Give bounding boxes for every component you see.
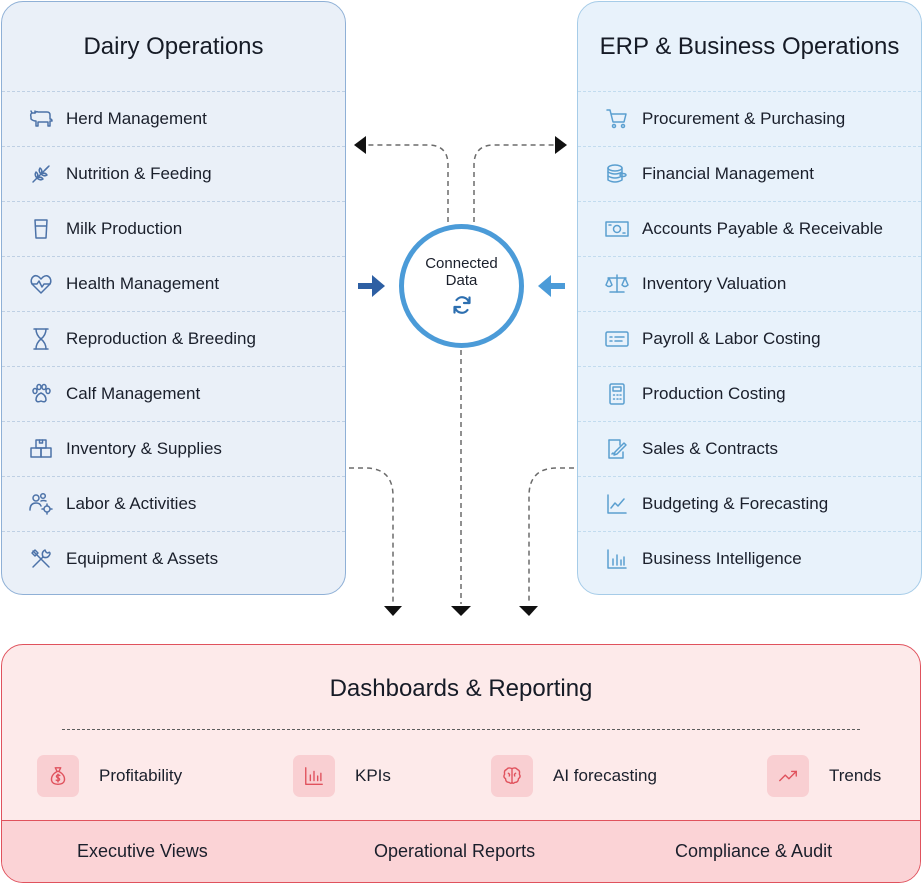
erp-item-label: Production Costing <box>642 384 786 403</box>
metric-label: KPIs <box>355 766 391 785</box>
reporting-title: Dashboards & Reporting <box>329 675 593 702</box>
view-operational-reports[interactable]: Operational Reports <box>374 840 536 861</box>
dashboards-reporting-panel: Dashboards & Reporting Profitability KPI… <box>1 644 921 883</box>
erp-item-label: Inventory Valuation <box>642 274 787 293</box>
erp-item-accounts-payable-receivable[interactable]: Accounts Payable & Receivable <box>578 201 921 256</box>
payroll-card-icon <box>604 326 630 352</box>
dairy-item-calf-management[interactable]: Calf Management <box>2 366 345 421</box>
dairy-list: Herd Management Nutrition & Feeding Milk… <box>2 91 345 586</box>
metric-label: AI forecasting <box>553 766 657 785</box>
dairy-item-labor-activities[interactable]: Labor & Activities <box>2 476 345 531</box>
metric-label: Profitability <box>99 766 183 785</box>
dairy-item-label: Equipment & Assets <box>66 549 219 568</box>
paw-icon <box>28 381 54 407</box>
erp-operations-panel: ERP & Business Operations Procurement & … <box>577 1 922 595</box>
erp-item-label: Procurement & Purchasing <box>642 109 846 128</box>
hub-label: Connected Data <box>425 255 498 289</box>
dairy-item-reproduction-breeding[interactable]: Reproduction & Breeding <box>2 311 345 366</box>
dairy-item-label: Inventory & Supplies <box>66 439 222 458</box>
calculator-icon <box>604 381 630 407</box>
milk-glass-icon <box>28 216 54 242</box>
metric-kpis[interactable]: KPIs <box>293 755 391 797</box>
view-executive[interactable]: Executive Views <box>77 840 208 861</box>
boxes-icon <box>28 436 54 462</box>
bar-chart-icon <box>604 546 630 572</box>
dairy-item-herd-management[interactable]: Herd Management <box>2 91 345 146</box>
scale-icon <box>604 271 630 297</box>
report-views-bar: Executive Views Operational Reports Comp… <box>2 820 920 882</box>
dairy-item-label: Milk Production <box>66 219 183 238</box>
people-gear-icon <box>28 491 54 517</box>
erp-item-label: Sales & Contracts <box>642 439 779 458</box>
trend-up-icon <box>767 755 809 797</box>
erp-item-financial-management[interactable]: Financial Management <box>578 146 921 201</box>
dairy-panel-title: Dairy Operations <box>83 33 264 60</box>
erp-item-inventory-valuation[interactable]: Inventory Valuation <box>578 256 921 311</box>
metric-ai-forecasting[interactable]: AI forecasting <box>491 755 657 797</box>
erp-item-procurement-purchasing[interactable]: Procurement & Purchasing <box>578 91 921 146</box>
dairy-item-equipment-assets[interactable]: Equipment & Assets <box>2 531 345 586</box>
money-bag-icon <box>37 755 79 797</box>
tools-icon <box>28 546 54 572</box>
erp-item-business-intelligence[interactable]: Business Intelligence <box>578 531 921 586</box>
erp-item-budgeting-forecasting[interactable]: Budgeting & Forecasting <box>578 476 921 531</box>
metric-trends[interactable]: Trends <box>767 755 881 797</box>
reporting-divider <box>62 729 860 730</box>
erp-item-label: Business Intelligence <box>642 549 802 568</box>
metric-profitability[interactable]: Profitability <box>37 755 182 797</box>
dairy-item-label: Nutrition & Feeding <box>66 164 212 183</box>
erp-item-label: Financial Management <box>642 164 814 183</box>
erp-item-payroll-labor-costing[interactable]: Payroll & Labor Costing <box>578 311 921 366</box>
view-compliance-audit[interactable]: Compliance & Audit <box>675 840 833 861</box>
dairy-item-nutrition-feeding[interactable]: Nutrition & Feeding <box>2 146 345 201</box>
dairy-item-inventory-supplies[interactable]: Inventory & Supplies <box>2 421 345 476</box>
dairy-item-label: Calf Management <box>66 384 201 403</box>
dairy-operations-panel: Dairy Operations Herd Management Nutriti… <box>1 1 346 595</box>
cart-icon <box>604 106 630 132</box>
dairy-item-label: Reproduction & Breeding <box>66 329 256 348</box>
kpi-chart-icon <box>293 755 335 797</box>
metric-label: Trends <box>829 766 882 785</box>
contract-icon <box>604 436 630 462</box>
erp-item-label: Accounts Payable & Receivable <box>642 219 883 238</box>
hourglass-icon <box>28 326 54 352</box>
dairy-item-label: Labor & Activities <box>66 494 197 513</box>
wheat-icon <box>28 161 54 187</box>
erp-item-label: Budgeting & Forecasting <box>642 494 829 513</box>
cow-icon <box>28 106 54 132</box>
erp-item-production-costing[interactable]: Production Costing <box>578 366 921 421</box>
heartbeat-icon <box>28 271 54 297</box>
connected-data-hub[interactable]: Connected Data <box>399 224 524 348</box>
erp-item-sales-contracts[interactable]: Sales & Contracts <box>578 421 921 476</box>
erp-item-label: Payroll & Labor Costing <box>642 329 821 348</box>
coins-icon <box>604 161 630 187</box>
line-trend-icon <box>604 491 630 517</box>
erp-list: Procurement & Purchasing Financial Manag… <box>578 91 921 586</box>
dairy-item-milk-production[interactable]: Milk Production <box>2 201 345 256</box>
dairy-item-label: Health Management <box>66 274 220 293</box>
sync-icon <box>452 296 471 314</box>
dairy-item-health-management[interactable]: Health Management <box>2 256 345 311</box>
dairy-item-label: Herd Management <box>66 109 207 128</box>
banknote-icon <box>604 216 630 242</box>
erp-panel-title: ERP & Business Operations <box>599 33 900 60</box>
brain-icon <box>491 755 533 797</box>
